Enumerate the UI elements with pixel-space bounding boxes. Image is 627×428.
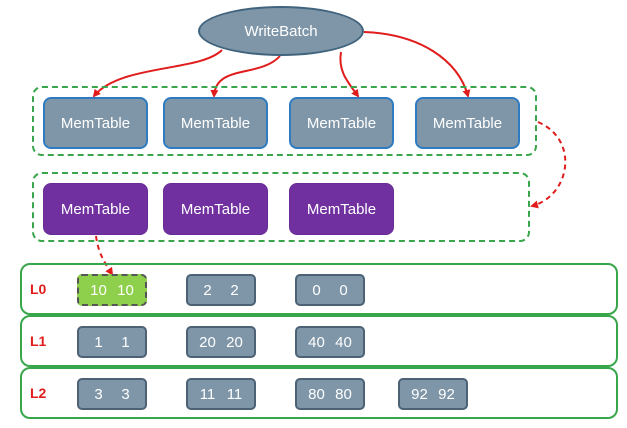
sstable-max: 2 xyxy=(230,281,239,299)
sstable-min: 80 xyxy=(308,385,325,403)
sstable-max: 40 xyxy=(335,333,352,351)
sstable-max: 20 xyxy=(226,333,243,351)
memtable-1: MemTable xyxy=(43,97,148,149)
immutable-memtable-1: MemTable xyxy=(43,183,148,235)
immutable-memtable-2-label: MemTable xyxy=(180,200,251,218)
sstable-min: 11 xyxy=(199,385,216,403)
memtable-3: MemTable xyxy=(289,97,394,149)
immutable-memtable-3: MemTable xyxy=(289,183,394,235)
active-memtable-group xyxy=(32,86,537,156)
sstable-min: 10 xyxy=(90,281,107,299)
immutable-memtable-1-label: MemTable xyxy=(60,200,131,218)
sstable-max: 92 xyxy=(438,385,455,403)
immutable-memtable-2: MemTable xyxy=(163,183,268,235)
sstable-min: 3 xyxy=(94,385,103,403)
level-row-l0 xyxy=(20,263,618,315)
sstable-l1-2: 20 20 xyxy=(186,326,256,358)
memtable-3-label: MemTable xyxy=(306,114,377,132)
sstable-l1-3: 40 40 xyxy=(295,326,365,358)
sstable-min: 40 xyxy=(308,333,325,351)
sstable-l0-2: 2 2 xyxy=(186,274,256,306)
sstable-min: 20 xyxy=(199,333,216,351)
level-label-l2: L2 xyxy=(30,385,47,401)
sstable-max: 11 xyxy=(226,385,243,403)
sstable-max: 80 xyxy=(335,385,352,403)
sstable-l2-2: 11 11 xyxy=(186,378,256,410)
sstable-l2-4: 92 92 xyxy=(398,378,468,410)
level-row-l2 xyxy=(20,367,618,419)
sstable-min: 1 xyxy=(94,333,103,351)
sstable-l0-3: 0 0 xyxy=(295,274,365,306)
immutable-memtable-group xyxy=(32,172,530,242)
sstable-min: 0 xyxy=(312,281,321,299)
sstable-min: 2 xyxy=(203,281,212,299)
memtable-4: MemTable xyxy=(415,97,520,149)
writebatch-label: WriteBatch xyxy=(244,22,318,40)
writebatch-node: WriteBatch xyxy=(198,6,364,56)
immutable-memtable-3-label: MemTable xyxy=(306,200,377,218)
sstable-l2-3: 80 80 xyxy=(295,378,365,410)
level-label-l1: L1 xyxy=(30,333,47,349)
sstable-max: 1 xyxy=(121,333,130,351)
sstable-max: 10 xyxy=(117,281,134,299)
sstable-l0-1: 10 10 xyxy=(77,274,147,306)
sstable-min: 92 xyxy=(411,385,428,403)
memtable-4-label: MemTable xyxy=(432,114,503,132)
memtable-2: MemTable xyxy=(163,97,268,149)
level-row-l1 xyxy=(20,315,618,367)
sstable-max: 0 xyxy=(339,281,348,299)
sstable-max: 3 xyxy=(121,385,130,403)
sstable-l2-1: 3 3 xyxy=(77,378,147,410)
sstable-l1-1: 1 1 xyxy=(77,326,147,358)
memtable-1-label: MemTable xyxy=(60,114,131,132)
memtable-2-label: MemTable xyxy=(180,114,251,132)
level-label-l0: L0 xyxy=(30,281,47,297)
